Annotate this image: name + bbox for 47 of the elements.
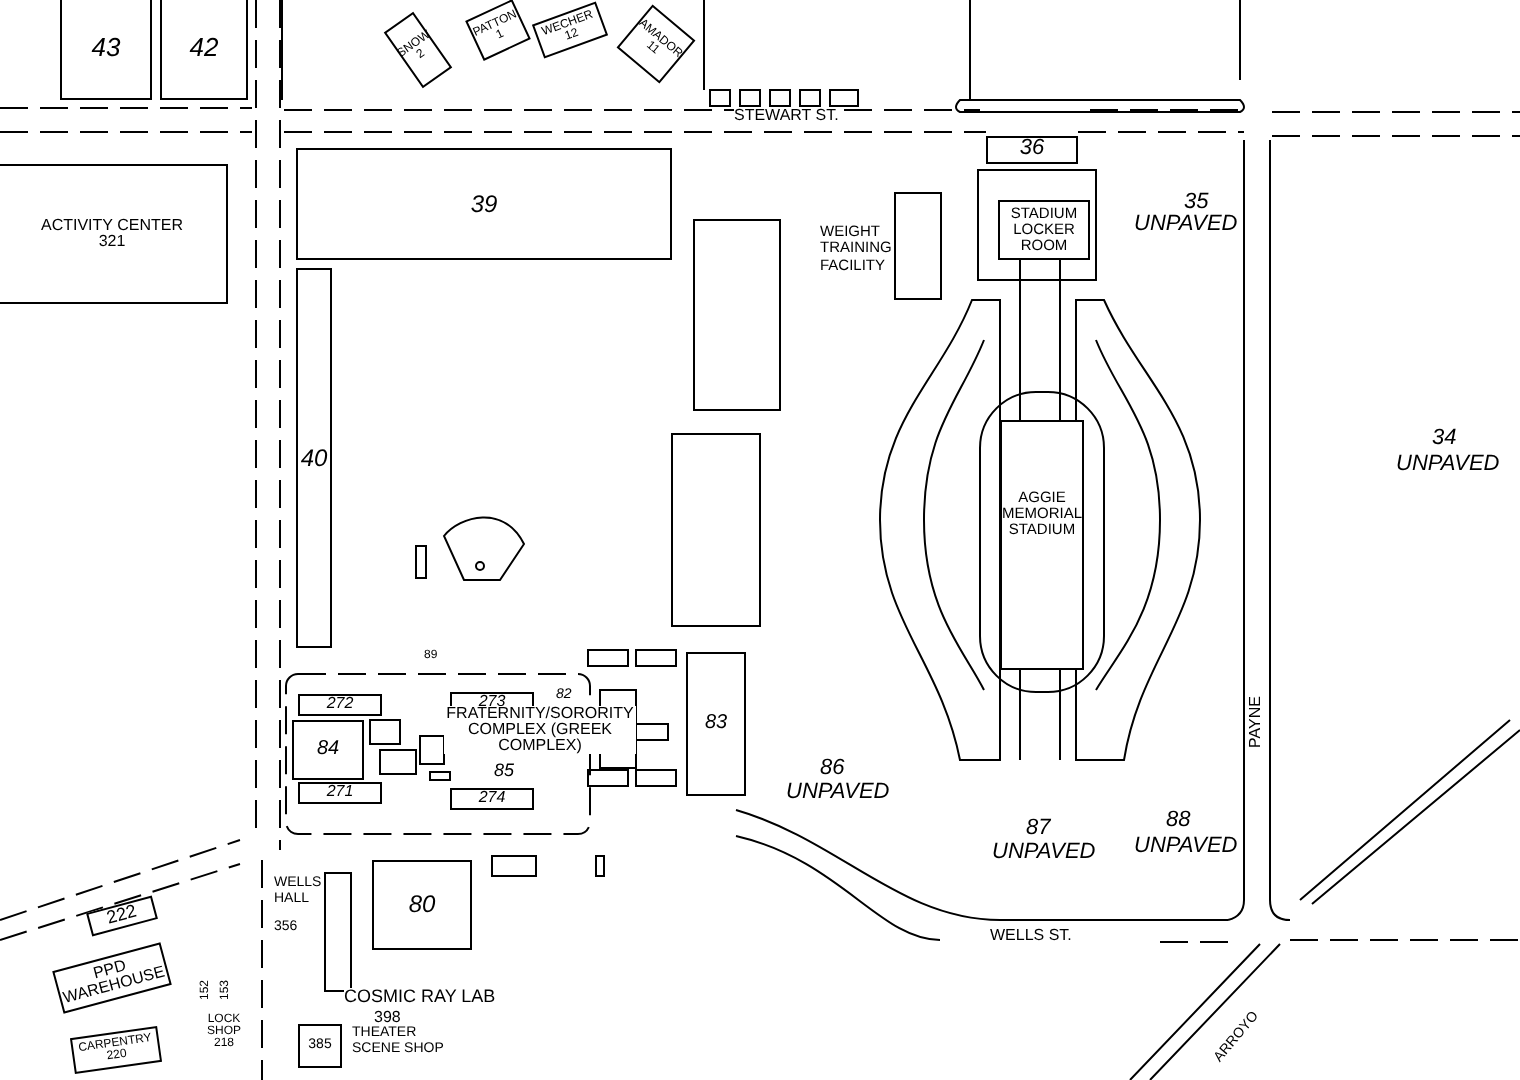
building-label: 274	[478, 790, 506, 808]
building-label: 271	[326, 784, 354, 802]
map-label: STEWART ST.	[734, 108, 839, 124]
building-label: ACTIVITY CENTER	[41, 217, 183, 234]
building-outline	[160, 0, 248, 100]
building-label: 43	[91, 34, 121, 62]
building-outline	[298, 694, 382, 716]
building-label: 85	[493, 762, 514, 782]
map-label: 398	[374, 1010, 401, 1026]
map-label: FRATERNITY/SORORITY COMPLEX (GREEK COMPLEX)	[444, 706, 636, 754]
map-label: UNPAVED	[992, 842, 1096, 864]
map-label: UNPAVED	[1396, 454, 1500, 476]
building-outline	[1000, 420, 1084, 670]
building-outline	[298, 782, 382, 804]
building-outline	[69, 1026, 163, 1074]
building-outline	[60, 0, 152, 100]
building-label: 84	[316, 739, 340, 761]
building-label: 36	[1019, 138, 1045, 162]
map-label: UNPAVED	[786, 782, 890, 804]
building-label: 42	[189, 34, 219, 62]
building-outline	[292, 720, 364, 780]
map-label: 87	[1026, 818, 1051, 840]
map-label: UNPAVED	[1134, 836, 1238, 858]
building-outline	[0, 164, 228, 304]
building-outline	[686, 652, 746, 796]
building-label: 83	[704, 713, 728, 735]
building-outline	[450, 788, 534, 810]
map-label: 34	[1432, 428, 1457, 450]
building-outline	[86, 895, 158, 937]
building-label: 39	[470, 191, 498, 217]
map-label: PAYNE	[1248, 696, 1264, 748]
map-label: 86	[820, 758, 845, 780]
building-outline	[372, 860, 472, 950]
building-outline	[296, 148, 672, 260]
map-label: 88	[1166, 810, 1191, 832]
building-label: 321	[98, 234, 126, 251]
building-outline	[998, 200, 1090, 260]
map-label: WELLS ST.	[990, 928, 1072, 944]
map-label: 35	[1184, 192, 1209, 214]
building-outline	[986, 136, 1078, 164]
building-outline	[296, 268, 332, 648]
building-label: 80	[408, 892, 436, 918]
building-label: 272	[326, 696, 354, 714]
map-label: COSMIC RAY LAB	[344, 988, 496, 1006]
building-label: 40	[300, 445, 328, 471]
map-label: UNPAVED	[1134, 214, 1238, 236]
building-label: 222	[105, 903, 139, 929]
